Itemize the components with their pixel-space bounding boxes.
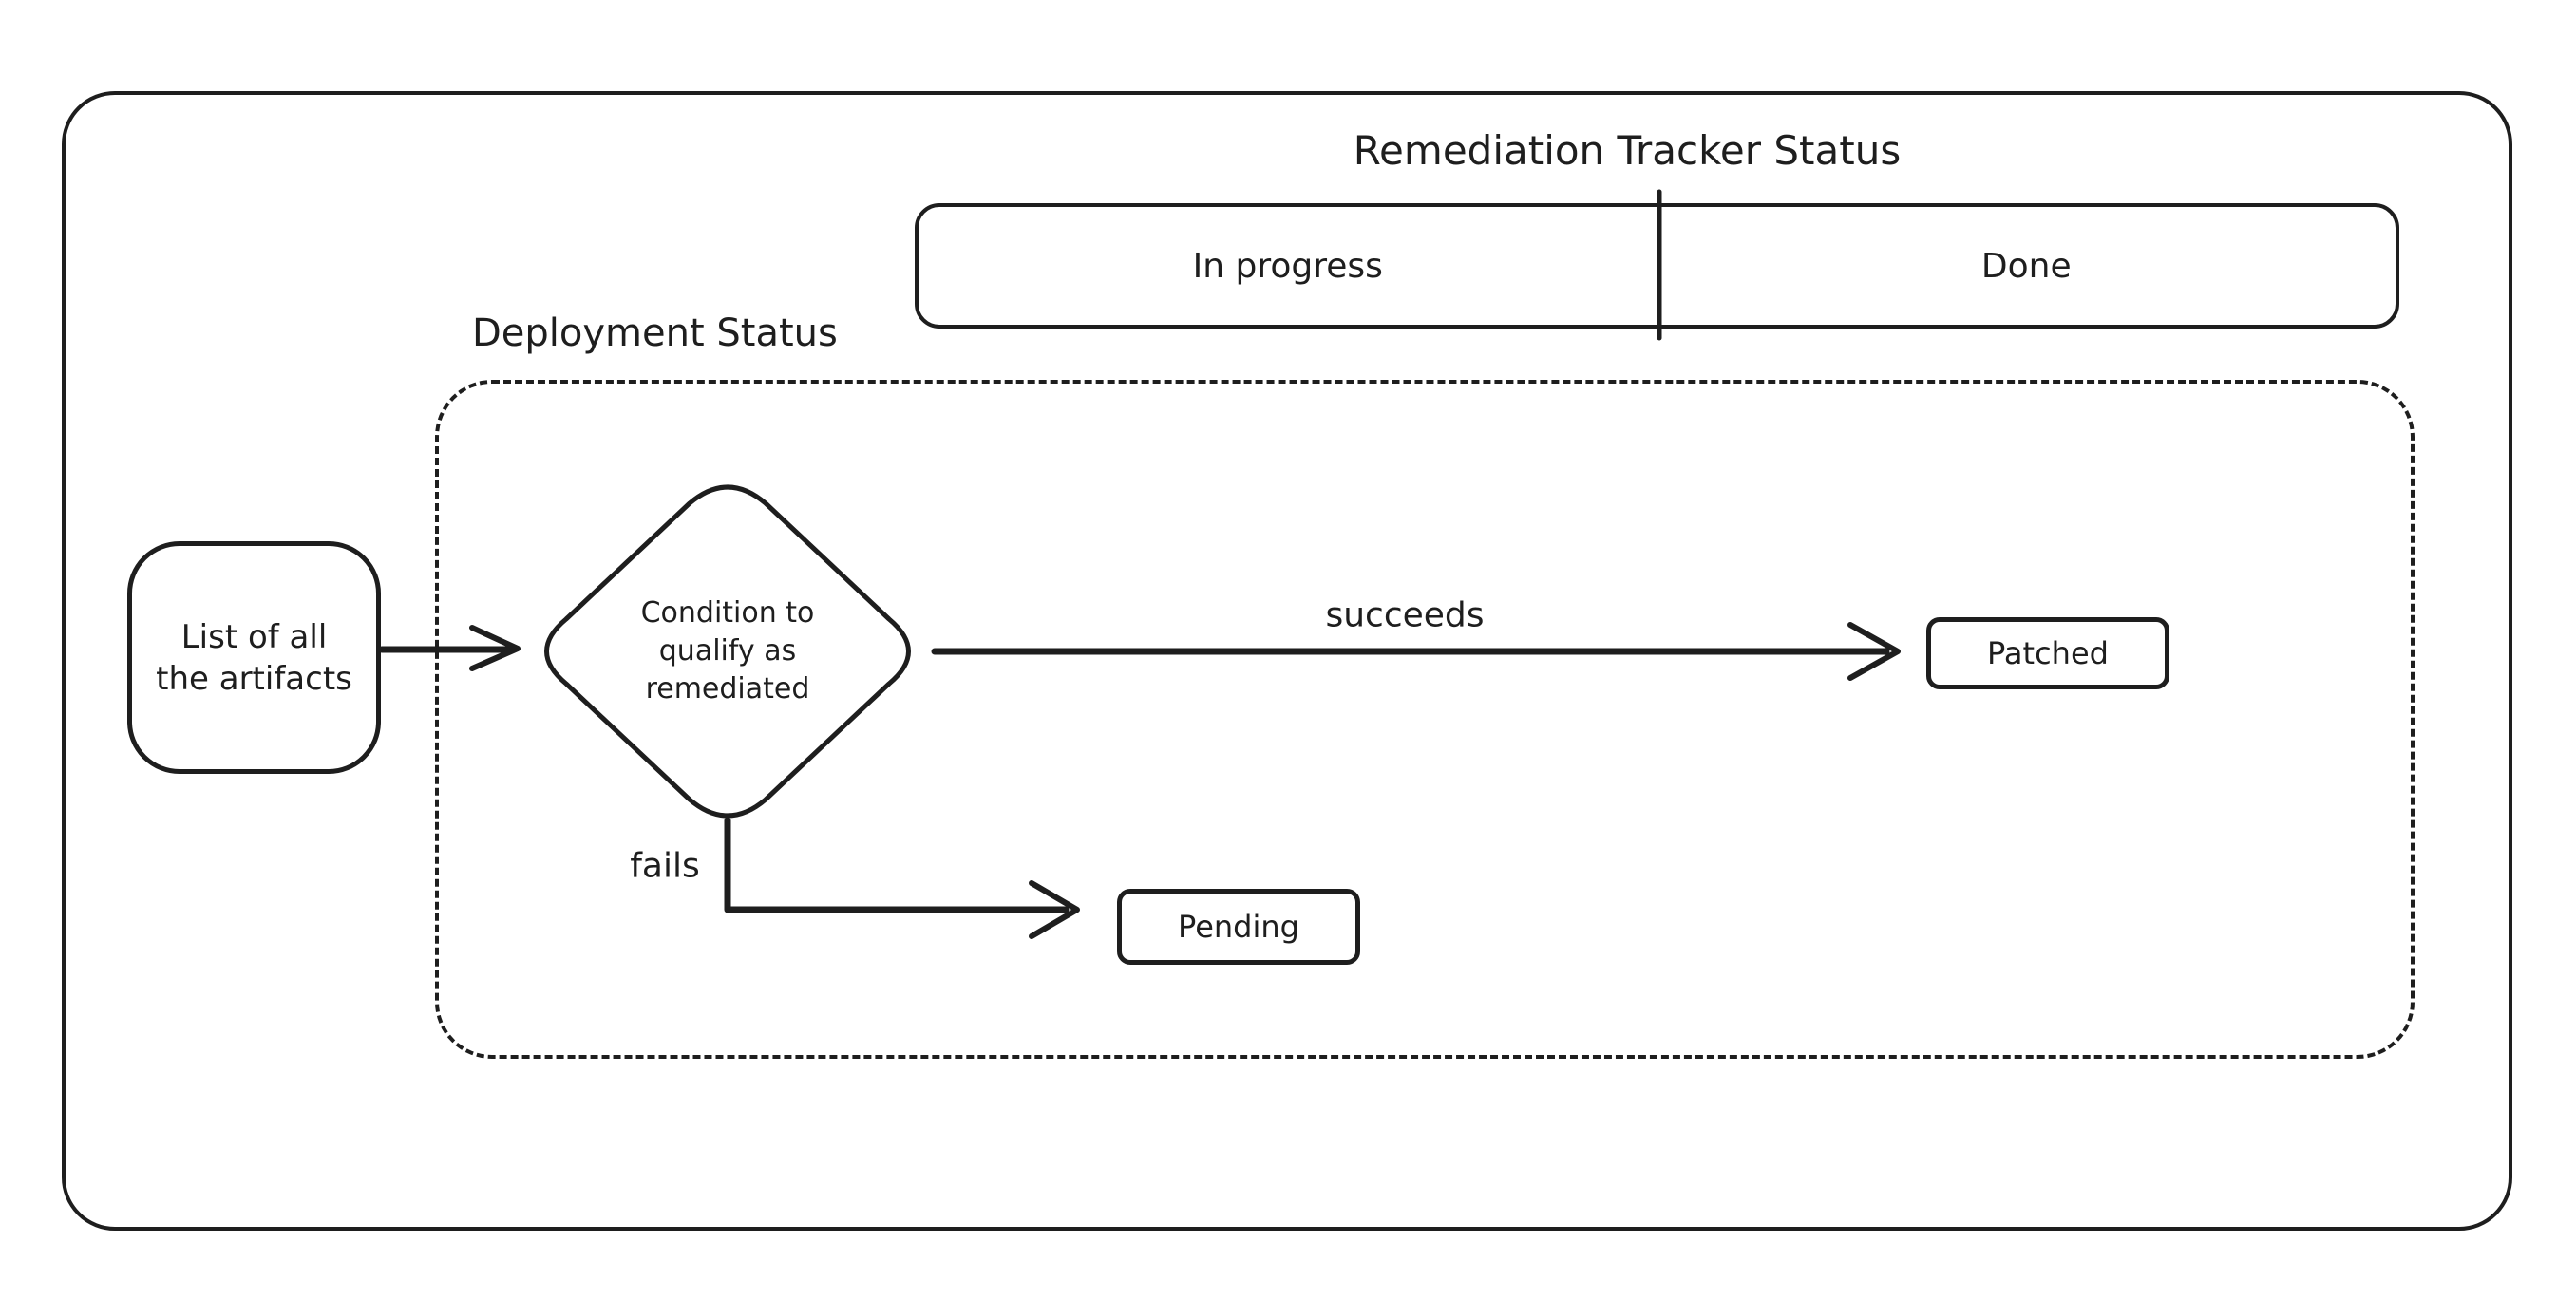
patched-node: Patched [1926,617,2169,689]
artifacts-node: List of all the artifacts [127,541,381,774]
condition-diamond-label: Condition to qualify as remediated [640,596,815,706]
deployment-status-label: Deployment Status [472,311,838,355]
fails-edge-label: fails [630,846,700,886]
tracker-cell-done: Done [1980,246,2072,286]
tracker-status-box: In progress Done [915,203,2399,329]
deployment-status-region [435,380,2415,1059]
tracker-cell-in-progress: In progress [1192,246,1383,286]
diagram-title: Remediation Tracker Status [1353,127,1902,174]
outer-container-frame [62,91,2512,1231]
succeeds-edge-label: succeeds [1325,595,1485,635]
pending-node: Pending [1117,889,1360,965]
